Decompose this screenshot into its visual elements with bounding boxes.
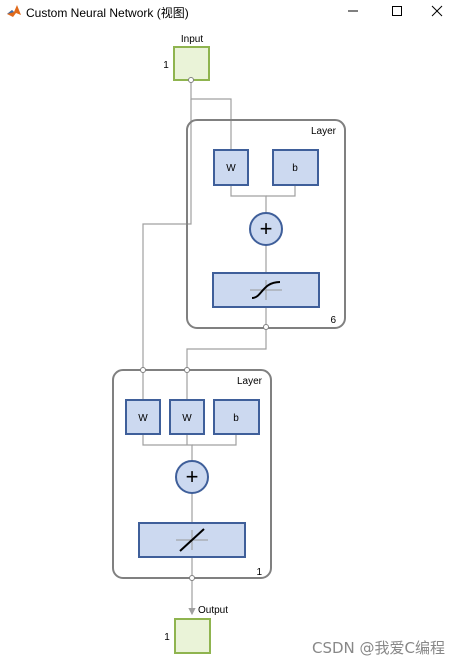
input-block[interactable] xyxy=(173,46,210,81)
layer2-input-port-1 xyxy=(140,367,146,373)
close-icon xyxy=(431,5,443,17)
layer1-bias-block[interactable] xyxy=(272,149,319,186)
layer1-weight-label: W xyxy=(226,163,236,174)
layer1-sum-symbol: + xyxy=(260,216,273,241)
layer2-input-port-2 xyxy=(184,367,190,373)
layer1-weight-block[interactable] xyxy=(213,149,249,186)
output-label: Output xyxy=(198,605,228,616)
title-bar: Custom Neural Network (视图) xyxy=(0,0,459,22)
input-label: Input xyxy=(181,34,203,45)
layer2-label: Layer xyxy=(237,376,263,387)
input-port xyxy=(188,77,194,83)
layer2-output-port xyxy=(189,575,195,581)
output-size: 1 xyxy=(164,632,170,643)
minimize-icon xyxy=(348,10,358,12)
layer2-weight2-block[interactable] xyxy=(169,399,205,435)
layer2-weight1-label: W xyxy=(138,413,148,424)
maximize-button[interactable] xyxy=(375,0,419,22)
purelin-icon xyxy=(176,528,208,552)
maximize-icon xyxy=(392,6,402,16)
window-title: Custom Neural Network (视图) xyxy=(26,6,189,20)
layer2-transfer-block[interactable] xyxy=(138,522,246,558)
watermark: CSDN @我爱C编程 xyxy=(311,639,445,657)
matlab-icon xyxy=(7,5,21,17)
layer2-sum-symbol: + xyxy=(186,464,199,489)
layer1-bias-label: b xyxy=(292,163,298,174)
layer2-size: 1 xyxy=(256,567,262,578)
layer1-size: 6 xyxy=(330,315,336,326)
close-button[interactable] xyxy=(415,0,459,22)
tansig-icon xyxy=(250,280,282,300)
minimize-button[interactable] xyxy=(331,0,375,22)
layer2-weight2-label: W xyxy=(182,413,192,424)
layer2-bias-label: b xyxy=(233,413,239,424)
input-size: 1 xyxy=(163,60,169,71)
layer1-sum-node[interactable] xyxy=(249,212,283,246)
layer2-bias-block[interactable] xyxy=(213,399,260,435)
layer2-weight1-block[interactable] xyxy=(125,399,161,435)
output-block[interactable] xyxy=(174,618,211,654)
connection-lines xyxy=(142,80,296,616)
layer1-label: Layer xyxy=(311,126,337,137)
layer1-output-port xyxy=(263,324,269,330)
layer2-sum-node[interactable] xyxy=(175,460,209,494)
